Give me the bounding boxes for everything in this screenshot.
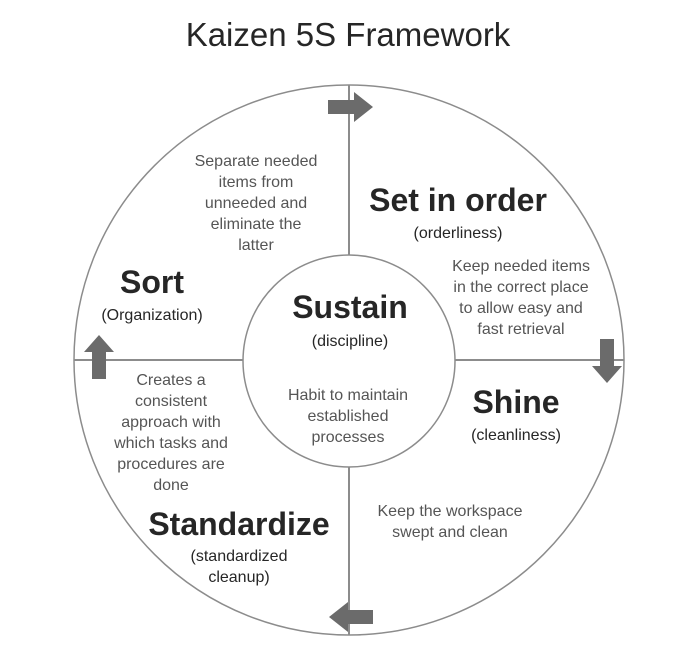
quadrant-shine: Shine (cleanliness) Keep the workspace s… — [378, 384, 561, 541]
standardize-description-line: consistent — [135, 393, 208, 410]
arrow-left-icon — [329, 602, 373, 632]
set-in-order-heading: Set in order — [369, 182, 547, 218]
sort-description-line: unneeded and — [205, 195, 307, 212]
shine-subtitle: (cleanliness) — [471, 427, 561, 444]
set-in-order-description-line: to allow easy and — [459, 300, 583, 317]
quadrant-standardize: Creates a consistent approach with which… — [113, 372, 330, 586]
inner-circle — [242, 254, 456, 468]
quadrant-set-in-order: Set in order (orderliness) Keep needed i… — [369, 182, 590, 338]
set-in-order-description-line: Keep needed items — [452, 258, 590, 275]
sustain-description-line: Habit to maintain — [288, 387, 408, 404]
set-in-order-description-line: fast retrieval — [477, 321, 564, 338]
standardize-description-line: Creates a — [136, 372, 205, 389]
sort-subtitle: (Organization) — [101, 307, 202, 324]
sort-description-line: items from — [219, 174, 294, 191]
arrow-down-icon — [592, 339, 622, 383]
standardize-description-line: procedures are — [117, 456, 225, 473]
sort-heading: Sort — [120, 264, 184, 300]
quadrant-sort: Separate needed items from unneeded and … — [101, 153, 317, 324]
arrow-up-icon — [84, 335, 114, 379]
standardize-description-line: which tasks and — [113, 435, 228, 452]
standardize-subtitle: (standardized — [191, 548, 288, 565]
sustain-description-line: processes — [312, 429, 385, 446]
set-in-order-subtitle: (orderliness) — [414, 225, 503, 242]
sort-description-line: eliminate the — [211, 216, 302, 233]
standardize-description-line: approach with — [121, 414, 221, 431]
standardize-heading: Standardize — [148, 506, 329, 542]
sort-description-line: Separate needed — [195, 153, 318, 170]
sustain-description-line: established — [308, 408, 389, 425]
standardize-subtitle: cleanup) — [208, 569, 269, 586]
arrow-right-icon — [328, 92, 373, 122]
shine-description-line: swept and clean — [392, 524, 508, 541]
shine-description-line: Keep the workspace — [378, 503, 523, 520]
shine-heading: Shine — [472, 384, 559, 420]
set-in-order-description-line: in the correct place — [453, 279, 588, 296]
standardize-description-line: done — [153, 477, 189, 494]
sustain-heading: Sustain — [292, 289, 408, 325]
sort-description-line: latter — [238, 237, 274, 254]
sustain-subtitle: (discipline) — [312, 333, 388, 350]
center-sustain: Sustain (discipline) Habit to maintain e… — [288, 289, 408, 446]
diagram-title: Kaizen 5S Framework — [186, 16, 511, 53]
